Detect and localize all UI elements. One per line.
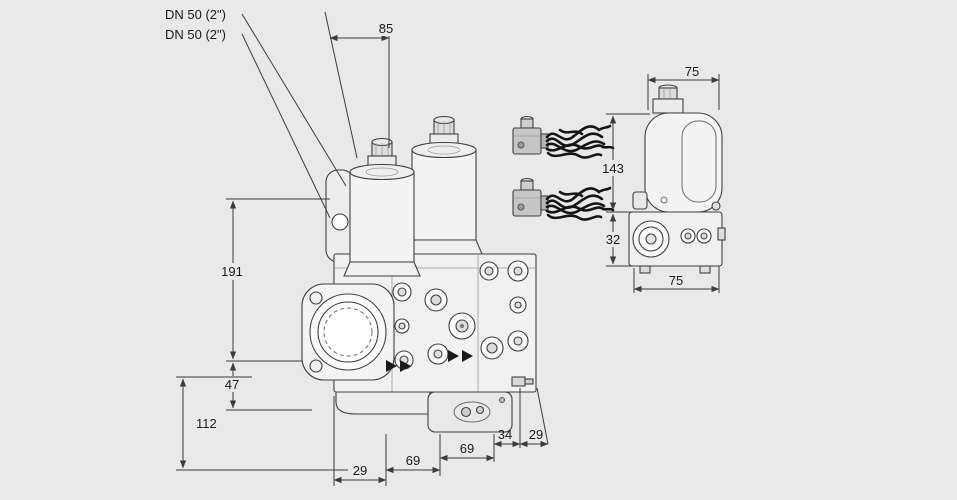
side-valve-view bbox=[628, 84, 726, 274]
dim-label-69-left: 69 bbox=[406, 453, 420, 468]
inlet-flange bbox=[301, 283, 395, 381]
dn-label-2: DN 50 (2") bbox=[165, 27, 226, 42]
cable-connector-1 bbox=[511, 115, 615, 159]
dim-75-bottom: 75 bbox=[633, 266, 720, 293]
dim-label-143: 143 bbox=[602, 161, 624, 176]
dim-label-69-right: 69 bbox=[460, 441, 474, 456]
solenoid-coil-right bbox=[405, 115, 483, 255]
dim-75-top: 75 bbox=[647, 64, 720, 110]
solenoid-coil-left bbox=[343, 137, 421, 277]
dim-29-left: 29 bbox=[333, 463, 387, 484]
dn-labels: DN 50 (2") DN 50 (2") bbox=[165, 7, 226, 42]
dim-label-29-left: 29 bbox=[353, 463, 367, 478]
dim-label-75-bottom: 75 bbox=[669, 273, 683, 288]
dim-29-right: 29 bbox=[519, 427, 549, 448]
dim-label-29-right: 29 bbox=[529, 427, 543, 442]
dim-34: 34 bbox=[493, 427, 521, 448]
dim-112: 112 bbox=[176, 376, 348, 471]
dim-label-85: 85 bbox=[379, 21, 393, 36]
leader-dn-1 bbox=[241, 13, 347, 187]
dim-47: 47 bbox=[217, 362, 312, 411]
cable-connector-2 bbox=[511, 177, 615, 221]
pressure-tap-nipple bbox=[511, 376, 534, 387]
dim-label-75-top: 75 bbox=[685, 64, 699, 79]
dim-label-191: 191 bbox=[221, 264, 243, 279]
body-fasteners bbox=[392, 260, 529, 370]
dim-85: 85 bbox=[324, 11, 399, 159]
leader-dn-2 bbox=[241, 33, 331, 219]
actuator-block bbox=[335, 376, 534, 433]
dim-label-34: 34 bbox=[498, 427, 512, 442]
dimension-annotations: 85 191 47 112 bbox=[176, 11, 720, 486]
dim-32: 32 bbox=[600, 213, 634, 267]
dn-label-1: DN 50 (2") bbox=[165, 7, 226, 22]
dim-label-112: 112 bbox=[196, 416, 217, 431]
dim-191: 191 bbox=[214, 198, 330, 362]
dim-143: 143 bbox=[595, 113, 650, 213]
flow-direction-arrows bbox=[386, 350, 473, 372]
dim-label-47: 47 bbox=[225, 377, 239, 392]
dim-69-right: 69 bbox=[439, 441, 495, 462]
dim-label-32: 32 bbox=[606, 232, 620, 247]
main-valve-view bbox=[301, 115, 537, 433]
dim-69-left: 69 bbox=[385, 453, 441, 474]
